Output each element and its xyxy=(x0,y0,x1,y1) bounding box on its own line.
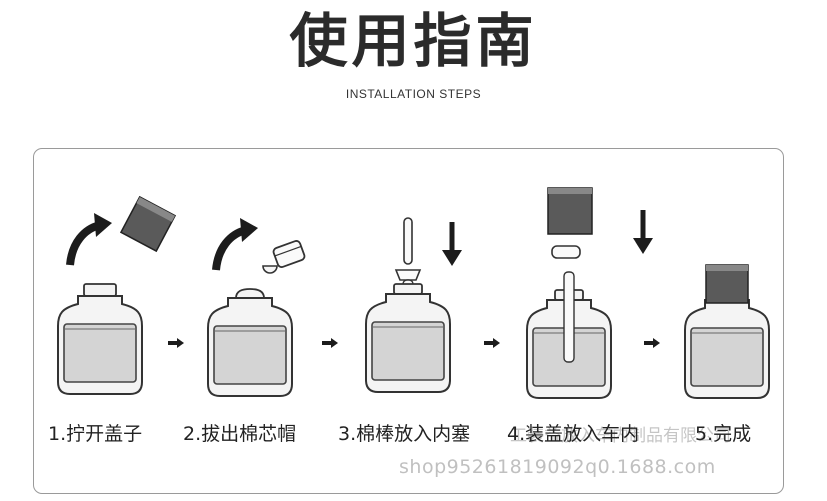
step2-wick-cap-icon xyxy=(272,240,306,268)
step2-bottle-icon xyxy=(207,288,293,397)
step4-wick-ring-icon xyxy=(551,245,581,259)
page-title: 使用指南 xyxy=(289,7,538,75)
watermark-company: 工装益放入车内制品有限公司 xyxy=(510,426,731,446)
step2-wick-ring-icon xyxy=(262,265,278,274)
arrow-right-icon xyxy=(644,338,660,348)
step-1-label: 1.拧开盖子 xyxy=(48,423,143,445)
step1-bottle-icon xyxy=(57,283,143,395)
page-subtitle: INSTALLATION STEPS xyxy=(345,87,482,101)
step-2-label: 2.拔出棉芯帽 xyxy=(183,423,297,445)
arrow-right-icon xyxy=(322,338,338,348)
step1-cap-icon xyxy=(119,195,177,253)
watermark-shop: shop95261819092q0.1688.com xyxy=(399,456,716,478)
step5-bottle-capped-icon xyxy=(684,264,770,399)
step-3-label: 3.棉棒放入内塞 xyxy=(338,423,471,445)
step3-bottle-icon xyxy=(365,283,451,393)
step-5-label: 5.完成 xyxy=(695,423,752,445)
step4-arrow-down-icon xyxy=(633,210,653,254)
step3-arrow-down-icon xyxy=(442,222,462,266)
step-4-label: 4.装盖放入车内 xyxy=(507,423,640,445)
arrow-right-icon xyxy=(168,338,184,348)
arrow-right-icon xyxy=(484,338,500,348)
step1-curve-arrow-icon xyxy=(70,213,112,265)
steps-panel xyxy=(33,148,784,494)
step2-curve-arrow-icon xyxy=(216,218,258,270)
step4-cap-icon xyxy=(547,187,593,235)
step4-bottle-icon xyxy=(526,271,612,399)
